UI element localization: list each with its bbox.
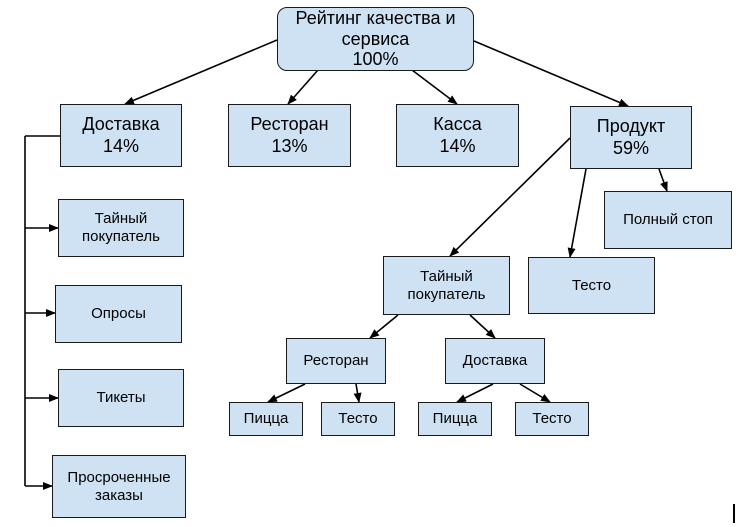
arrow-shopper-delivery [469, 314, 496, 339]
node-tickets: Тикеты [58, 369, 184, 427]
node-shopper-restaurant: Ресторан [286, 338, 386, 384]
arrow-shopper-restaurant [369, 314, 399, 339]
node-delivery: Доставка 14% [60, 104, 182, 167]
arrow-delivery2-dough [519, 383, 551, 403]
node-cashier-label: Касса [433, 113, 482, 134]
arrow-root-delivery [124, 39, 278, 105]
root-title: Рейтинг качества и сервиса [295, 7, 456, 49]
node-delivery-dough-label: Тесто [532, 410, 572, 427]
node-shopper-delivery: Доставка [445, 338, 545, 384]
node-shopper-delivery-label: Доставка [462, 352, 528, 369]
node-restaurant-label: Ресторан [250, 113, 329, 134]
node-delivery-dough: Тесто [515, 402, 589, 436]
node-product-dough-label: Тесто [571, 276, 612, 294]
node-restaurant-dough-label: Тесто [338, 410, 378, 427]
root-value: 100% [352, 49, 399, 70]
arrow-product-shopper [449, 137, 571, 257]
node-cashier: Касса 14% [396, 104, 519, 167]
node-full-stop: Полный стоп [604, 191, 732, 249]
root-node: Рейтинг качества и сервиса 100% [277, 7, 474, 71]
node-product: Продукт 59% [570, 106, 692, 169]
arrow-product-dough [567, 168, 587, 258]
node-restaurant-value: 13% [271, 135, 308, 156]
node-surveys: Опросы [55, 285, 182, 343]
node-surveys-label: Опросы [91, 305, 146, 322]
node-full-stop-label: Полный стоп [623, 211, 713, 228]
node-cashier-value: 14% [439, 135, 476, 156]
node-delivery-label: Доставка [82, 113, 160, 134]
node-tickets-label: Тикеты [96, 389, 146, 406]
node-product-value: 59% [612, 137, 649, 158]
text-cursor [733, 504, 735, 523]
node-product-dough: Тесто [528, 257, 655, 314]
node-product-label: Продукт [596, 115, 666, 136]
arrow-restaurant-dough [353, 383, 362, 403]
node-product-secret-shopper-label: Тайный покупатель [407, 267, 486, 303]
node-product-secret-shopper: Тайный покупатель [383, 256, 510, 315]
node-delivery-value: 14% [102, 135, 140, 156]
node-restaurant-pizza-label: Пицца [243, 410, 289, 427]
arrow-delivery2-pizza [456, 383, 494, 403]
node-overdue-orders-label: Просроченные заказы [67, 468, 171, 504]
node-delivery-secret-shopper-label: Тайный покупатель [82, 210, 160, 245]
node-restaurant-dough: Тесто [321, 402, 395, 436]
node-delivery-pizza-label: Пицца [432, 410, 478, 427]
node-shopper-restaurant-label: Ресторан [303, 352, 369, 369]
arrow-root-product [473, 40, 629, 107]
arrow-restaurant-pizza [267, 383, 306, 403]
node-delivery-pizza: Пицца [418, 402, 492, 436]
node-restaurant: Ресторан 13% [228, 104, 351, 167]
arrow-root-restaurant [287, 69, 319, 105]
node-restaurant-pizza: Пицца [229, 402, 303, 436]
node-overdue-orders: Просроченные заказы [52, 455, 186, 518]
arrow-root-cashier [411, 69, 458, 105]
arrow-product-fullstop [658, 168, 668, 192]
node-delivery-secret-shopper: Тайный покупатель [58, 199, 184, 257]
